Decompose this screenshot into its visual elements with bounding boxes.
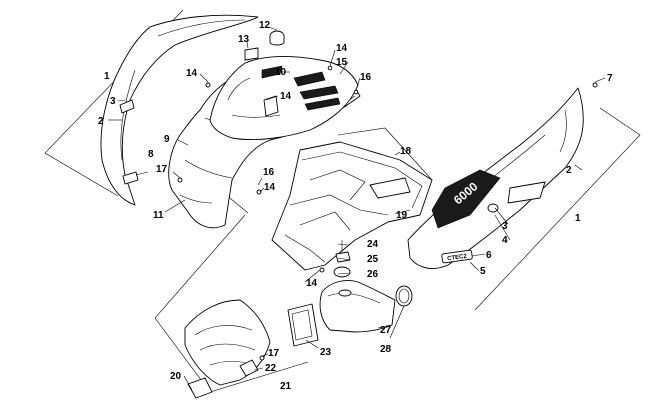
callout-25: 25 (367, 254, 379, 265)
left-side-panel (100, 14, 259, 206)
callout-3-right: 3 (502, 221, 508, 232)
callout-13: 13 (238, 34, 250, 45)
small-bracket (239, 359, 259, 377)
callout-3-left: 3 (110, 96, 116, 107)
callout-14-e: 14 (306, 278, 318, 289)
callout-9: 9 (164, 134, 170, 145)
air-box-tray (271, 141, 433, 271)
fasteners (177, 65, 598, 361)
callout-5: 5 (480, 266, 486, 277)
callout-14-b: 14 (336, 43, 348, 54)
callout-21: 21 (280, 381, 292, 392)
callout-23: 23 (320, 347, 332, 358)
callout-24: 24 (367, 239, 379, 250)
callout-26: 26 (367, 269, 379, 280)
filter-frame (287, 303, 319, 347)
callout-22: 22 (265, 363, 277, 374)
callout-14-c: 14 (280, 91, 292, 102)
callout-19: 19 (396, 210, 408, 221)
callout-16-a: 16 (360, 72, 372, 83)
callout-2-right: 2 (566, 165, 572, 176)
lower-nose-pan (184, 299, 271, 386)
callout-27: 27 (380, 325, 392, 336)
callout-28: 28 (380, 344, 392, 355)
callout-20: 20 (170, 371, 182, 382)
upper-hood (209, 47, 359, 140)
callout-12: 12 (259, 20, 271, 31)
duct-ring (395, 285, 413, 307)
callout-8: 8 (148, 149, 154, 160)
callout-6: 6 (486, 250, 492, 261)
clip-part (187, 377, 213, 399)
badge-text: CTEC2 (447, 254, 468, 263)
right-side-panel: 6000 CTEC2 (407, 87, 584, 269)
callout-16-b: 16 (263, 167, 275, 178)
bracket-group-18 (337, 127, 433, 181)
callout-2-left: 2 (98, 116, 104, 127)
callout-4: 4 (502, 235, 508, 246)
bracket-group-1-right (474, 107, 641, 311)
callout-17-b: 17 (268, 348, 280, 359)
filler-cap (269, 30, 285, 46)
callout-10: 10 (275, 67, 287, 78)
callout-18: 18 (400, 146, 412, 157)
callout-labels: 1 1 2 2 3 3 4 5 6 7 8 9 10 11 12 13 14 1… (98, 20, 613, 392)
air-intake-duct (319, 280, 396, 333)
callout-7: 7 (607, 73, 613, 84)
callout-11: 11 (153, 210, 164, 221)
callout-17-a: 17 (156, 164, 168, 175)
callout-15: 15 (336, 57, 348, 68)
callout-14-d: 14 (264, 182, 276, 193)
callout-1-left: 1 (104, 71, 110, 82)
bracket-group-21 (154, 214, 309, 393)
callout-1-right: 1 (575, 213, 581, 224)
callout-14-a: 14 (186, 68, 198, 79)
leader-lines (108, 26, 606, 391)
